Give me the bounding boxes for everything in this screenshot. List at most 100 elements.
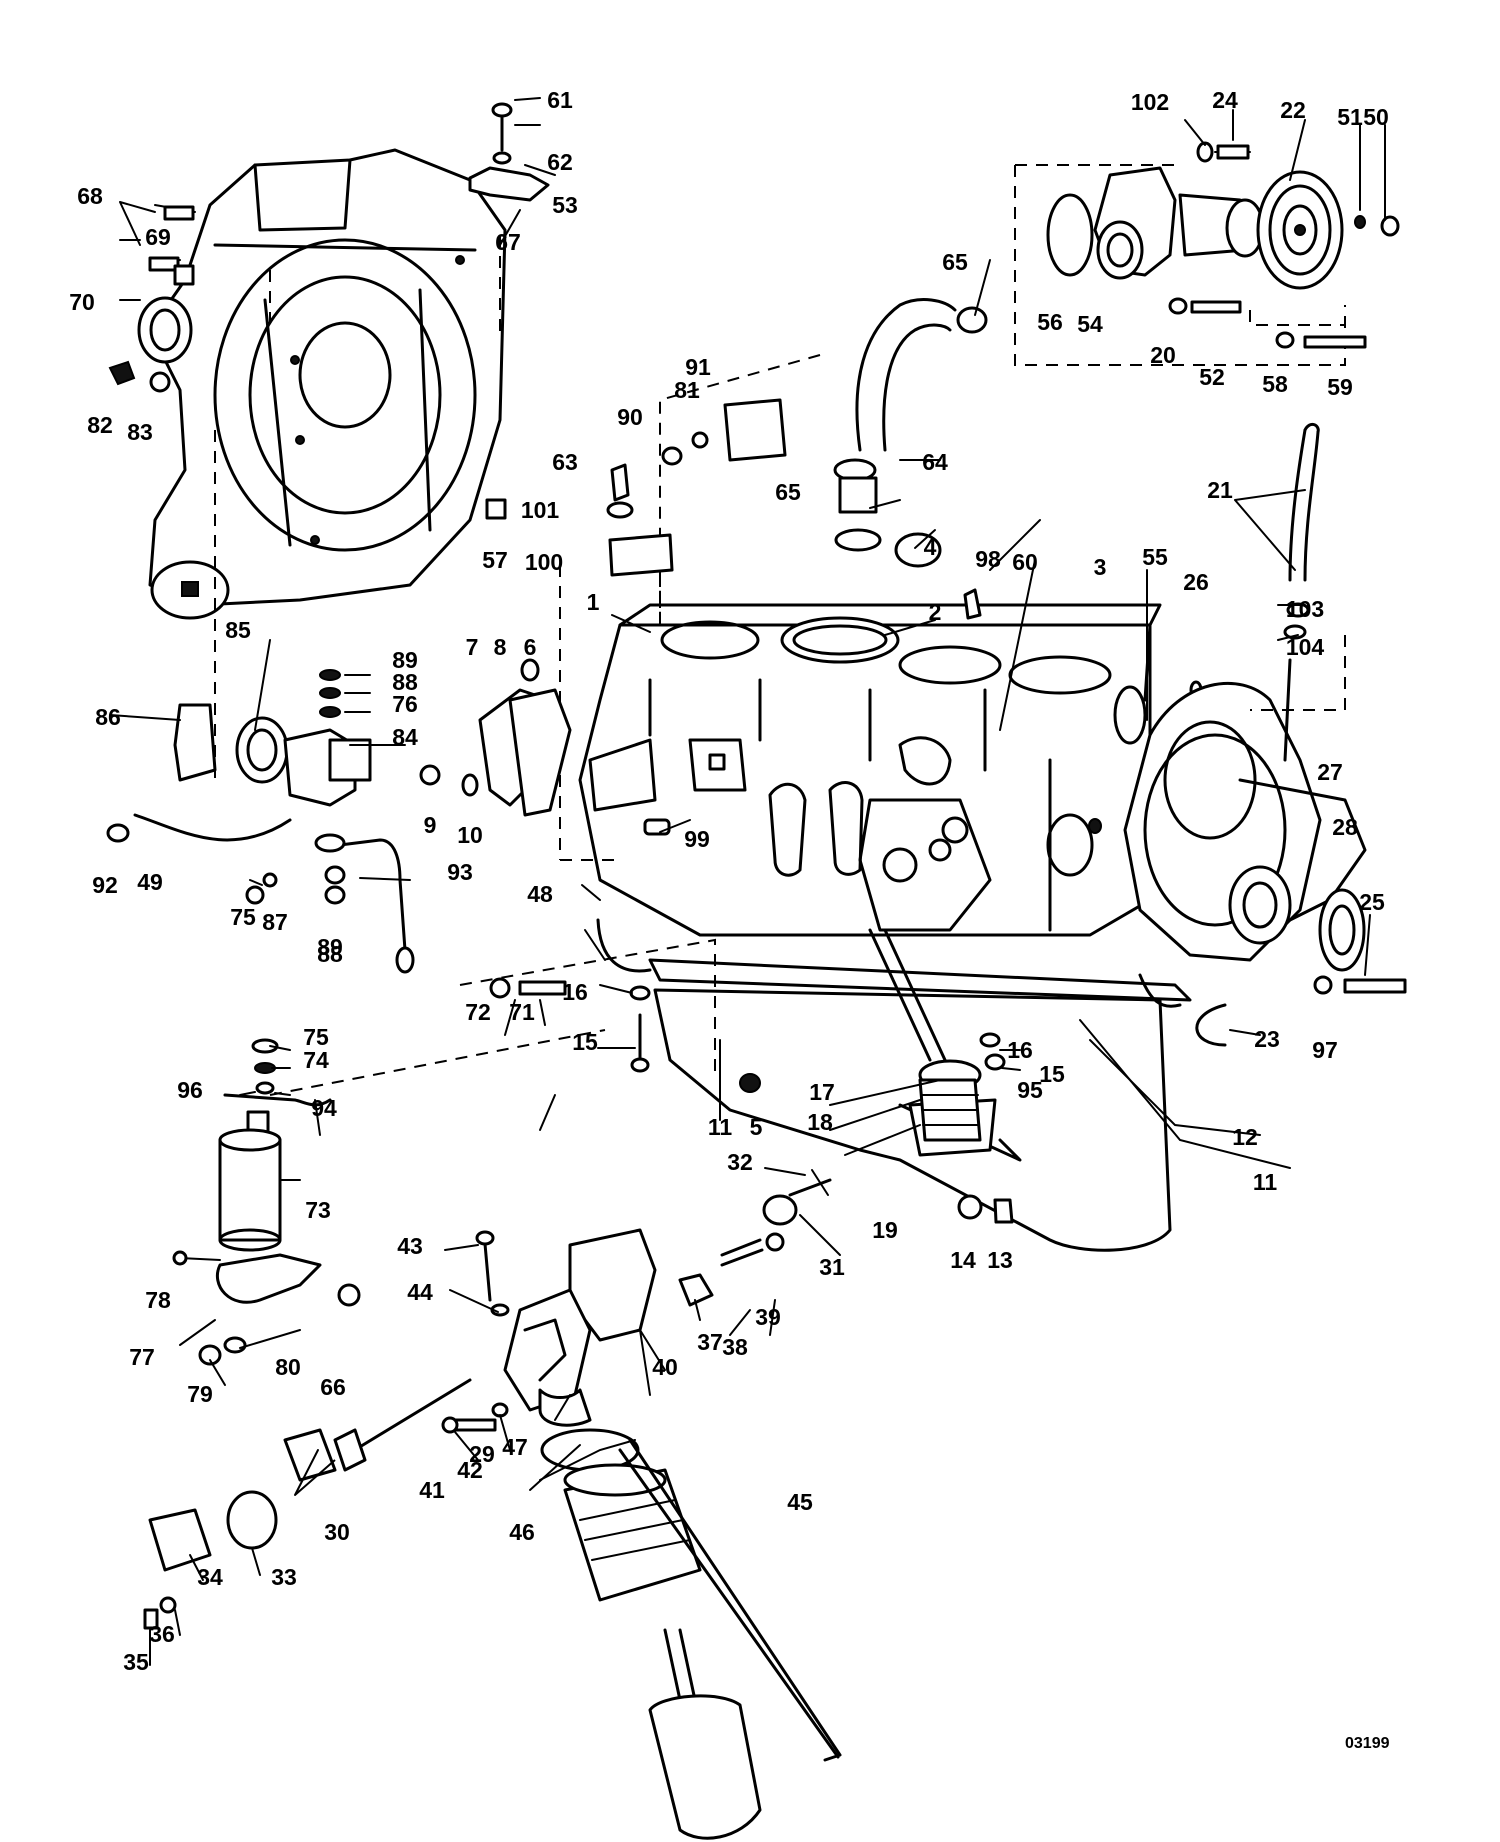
part-callout-44: 44 <box>407 1279 433 1305</box>
part-callout-80: 80 <box>275 1354 301 1380</box>
dipstick <box>1250 422 1346 762</box>
part-callout-88: 88 <box>317 941 343 967</box>
part-callout-28: 28 <box>1332 814 1358 840</box>
part-callout-102: 102 <box>1131 89 1169 115</box>
part-callout-99: 99 <box>684 826 710 852</box>
part-callout-13: 13 <box>987 1247 1013 1273</box>
part-callout-83: 83 <box>127 419 153 445</box>
part-callout-55: 55 <box>1142 544 1168 570</box>
flywheel-housing <box>148 148 507 620</box>
part-callout-16: 16 <box>1007 1037 1033 1063</box>
cylinder-block <box>578 603 1203 937</box>
part-callout-78: 78 <box>145 1287 171 1313</box>
ignition-coil <box>218 1038 332 1252</box>
part-callout-40: 40 <box>652 1354 678 1380</box>
part-callout-57: 57 <box>482 547 508 573</box>
part-callout-58: 58 <box>1262 371 1288 397</box>
housing-hardware <box>108 204 507 520</box>
part-callout-56: 56 <box>1037 309 1063 335</box>
part-callout-49: 49 <box>137 869 163 895</box>
part-callout-96: 96 <box>177 1077 203 1103</box>
part-callout-95: 95 <box>1017 1077 1043 1103</box>
part-callout-14: 14 <box>950 1247 976 1273</box>
part-callout-89: 89 <box>317 934 343 960</box>
part-callout-38: 38 <box>722 1334 748 1360</box>
part-callout-54: 54 <box>1077 311 1103 337</box>
part-callout-11: 11 <box>1253 1169 1278 1195</box>
part-callout-84: 84 <box>392 724 418 750</box>
part-callout-7: 7 <box>466 634 479 660</box>
part-callout-5: 5 <box>750 1114 763 1140</box>
part-callout-48: 48 <box>527 881 553 907</box>
part-callout-22: 22 <box>1280 97 1306 123</box>
water-pump-group <box>1014 141 1400 366</box>
drawing-code: 03199 <box>1345 1735 1390 1752</box>
part-callout-103: 103 <box>1286 596 1324 622</box>
part-callout-15: 15 <box>1039 1061 1065 1087</box>
part-callout-68: 68 <box>77 183 103 209</box>
sender-parts <box>606 398 982 620</box>
part-callout-27: 27 <box>1317 759 1343 785</box>
part-callout-74: 74 <box>303 1047 329 1073</box>
part-callout-6: 6 <box>524 634 537 660</box>
part-callout-43: 43 <box>397 1233 423 1259</box>
starter-group <box>173 669 372 807</box>
part-callout-94: 94 <box>311 1095 337 1121</box>
part-callout-37: 37 <box>697 1329 723 1355</box>
part-callout-51: 51 <box>1337 104 1363 130</box>
part-callout-25: 25 <box>1359 889 1385 915</box>
side-plates <box>419 658 572 817</box>
part-callout-34: 34 <box>197 1564 223 1590</box>
part-callout-53: 53 <box>552 192 578 218</box>
part-callout-26: 26 <box>1183 569 1209 595</box>
part-callout-21: 21 <box>1207 477 1233 503</box>
part-callout-61: 61 <box>547 87 573 113</box>
part-callout-39: 39 <box>755 1304 781 1330</box>
oil-filter <box>540 1428 842 1840</box>
part-callout-16: 16 <box>562 979 588 1005</box>
part-callout-70: 70 <box>69 289 95 315</box>
part-callout-52: 52 <box>1199 364 1225 390</box>
part-callout-63: 63 <box>552 449 578 475</box>
part-callout-91: 91 <box>685 354 711 380</box>
part-callout-36: 36 <box>149 1621 175 1647</box>
part-callout-3: 3 <box>1094 554 1107 580</box>
part-callout-93: 93 <box>447 859 473 885</box>
top-fastener-stack <box>468 102 550 202</box>
part-callout-12: 12 <box>1232 1124 1258 1150</box>
part-callout-75: 75 <box>303 1024 329 1050</box>
leader-lines <box>109 97 1386 1666</box>
part-callout-77: 77 <box>129 1344 155 1370</box>
oil-pump-drive <box>143 1378 472 1630</box>
part-callout-41: 41 <box>419 1477 445 1503</box>
part-callout-31: 31 <box>819 1254 845 1280</box>
part-callout-33: 33 <box>271 1564 297 1590</box>
part-callout-65: 65 <box>775 479 801 505</box>
gaskets <box>596 918 1227 1047</box>
part-callout-1: 1 <box>587 589 600 615</box>
part-callout-42: 42 <box>457 1457 483 1483</box>
part-callout-97: 97 <box>1312 1037 1338 1063</box>
part-callout-101: 101 <box>521 497 560 523</box>
part-callout-73: 73 <box>305 1197 331 1223</box>
part-callout-64: 64 <box>922 449 948 475</box>
part-callout-19: 19 <box>872 1217 898 1243</box>
part-callout-30: 30 <box>324 1519 350 1545</box>
part-callout-90: 90 <box>617 404 643 430</box>
part-callout-79: 79 <box>187 1381 213 1407</box>
part-callout-60: 60 <box>1012 549 1038 575</box>
part-callout-15: 15 <box>572 1029 598 1055</box>
part-callout-9: 9 <box>424 812 437 838</box>
part-callout-100: 100 <box>525 549 563 575</box>
part-callout-85: 85 <box>225 617 251 643</box>
filter-adapter <box>441 1228 657 1434</box>
part-callout-11: 11 <box>708 1114 733 1140</box>
part-callout-62: 62 <box>547 149 573 175</box>
part-callout-76: 76 <box>392 691 418 717</box>
part-callout-104: 104 <box>1286 634 1325 660</box>
part-callout-35: 35 <box>123 1649 149 1675</box>
part-callout-20: 20 <box>1150 342 1176 368</box>
part-callout-86: 86 <box>95 704 121 730</box>
part-callout-18: 18 <box>807 1109 833 1135</box>
